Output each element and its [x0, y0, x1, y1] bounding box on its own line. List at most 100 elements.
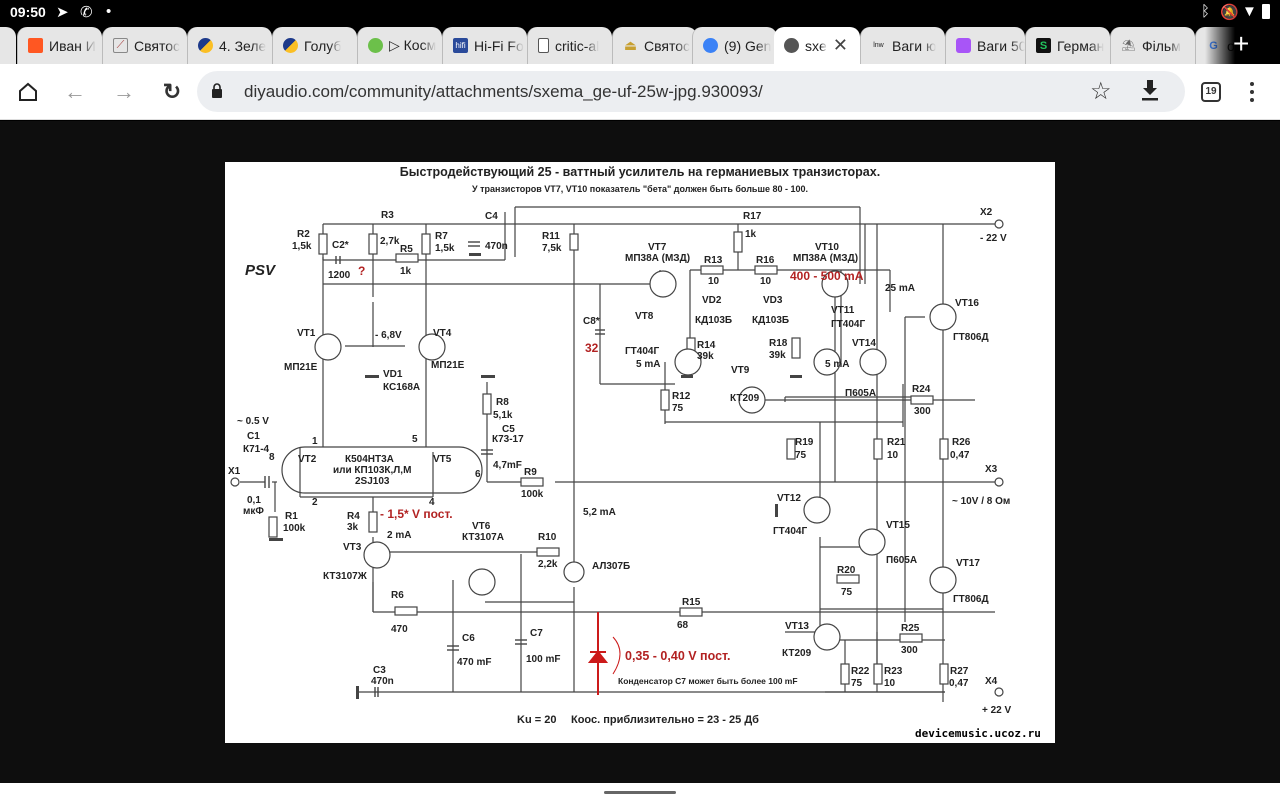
label: МП21Е — [284, 362, 318, 373]
label: ГТ404Г — [831, 319, 865, 330]
label: VT13 — [785, 621, 809, 632]
tab[interactable]: Ваги 50 — [945, 27, 1025, 64]
gesture-handle[interactable] — [604, 791, 676, 794]
label: 300 — [901, 645, 918, 656]
label: 39k — [697, 351, 714, 362]
close-tab-icon[interactable]: ✕ — [832, 35, 848, 55]
arrow-right-icon: → — [113, 79, 135, 104]
tab-label: Голуб — [304, 37, 342, 54]
label: C6 — [462, 633, 475, 644]
globe-icon — [784, 38, 799, 53]
label: 2,2k — [538, 559, 558, 570]
dot-icon: • — [106, 3, 112, 20]
label: R1 — [285, 511, 298, 522]
schematic-image: Быстродействующий 25 - ваттный усилитель… — [225, 162, 1055, 743]
label: C4 — [485, 211, 498, 222]
label: 10 — [887, 450, 899, 461]
favicon-icon: ⏏ — [623, 37, 638, 53]
favicon-icon: hifi — [453, 38, 468, 53]
label: R9 — [524, 467, 537, 478]
label: VT8 — [635, 311, 654, 322]
label: 10 — [708, 276, 720, 287]
back-button[interactable]: ← — [60, 77, 90, 107]
label: C1 — [247, 431, 260, 442]
label: КС168А — [383, 382, 420, 393]
source-voltage-note: - 1,5* V пост. — [380, 507, 453, 521]
reload-button[interactable]: ↻ — [157, 77, 187, 107]
label: - 6,8V — [375, 330, 402, 341]
label: К504НТ3А — [345, 454, 394, 465]
label: VT16 — [955, 298, 979, 309]
label: R19 — [795, 437, 814, 448]
tab-switcher-button[interactable]: 19 — [1201, 82, 1221, 102]
ground-bars — [269, 253, 802, 699]
label: 3k — [347, 522, 359, 533]
tab[interactable]: Иван И — [17, 27, 102, 64]
bookmark-star-icon[interactable]: ☆ — [1090, 78, 1112, 105]
label: 300 — [914, 406, 931, 417]
label: 0,1 — [247, 495, 261, 506]
url-text[interactable]: diyaudio.com/community/attachments/sxema… — [244, 82, 763, 101]
gain-footer: Ku = 20 — [517, 714, 556, 726]
label: R20 — [837, 565, 856, 576]
home-button[interactable] — [13, 77, 43, 107]
label: 0,47 — [950, 450, 970, 461]
label: 470n — [371, 676, 394, 687]
label: R14 — [697, 340, 716, 351]
status-bar: 09:50 ➤ ✆ • ᛒ 🔕 ▼ — [0, 0, 1280, 26]
label: 25 mA — [885, 283, 915, 294]
label: VT11 — [831, 305, 855, 316]
arrow-left-icon: ← — [64, 79, 86, 104]
label: КТ209 — [782, 648, 812, 659]
label: R5 — [400, 244, 413, 255]
label: X4 — [985, 676, 998, 687]
new-tab-button[interactable]: + — [1205, 26, 1280, 64]
label: - 22 V — [980, 233, 1007, 244]
label: 10 — [760, 276, 772, 287]
circuit-diagram: Быстродействующий 25 - ваттный усилитель… — [228, 165, 1041, 740]
tab-label: Ваги 50 — [977, 37, 1025, 54]
forward-button[interactable]: → — [109, 77, 139, 107]
tab[interactable]: critic-al — [527, 27, 612, 64]
tab[interactable]: (9) Gen — [692, 27, 777, 64]
home-icon — [19, 82, 37, 101]
download-icon[interactable] — [1141, 79, 1159, 101]
author-mark: PSV — [245, 262, 277, 279]
tab[interactable]: ⛱Фільм — [1110, 27, 1195, 64]
label: C5 — [502, 424, 515, 435]
label: КД103Б — [752, 315, 789, 326]
label: VT3 — [343, 542, 362, 553]
tab[interactable]: ⏏Святос — [612, 27, 697, 64]
label: R24 — [912, 384, 931, 395]
label: ГТ404Г — [773, 526, 807, 537]
label: 6 — [475, 469, 481, 480]
label: МП21Е — [431, 360, 465, 371]
tab[interactable]: Голуб — [272, 27, 357, 64]
label: К73-17 — [492, 434, 524, 445]
label: ГТ806Д — [953, 594, 989, 605]
wires — [240, 206, 995, 702]
tab[interactable]: ⟋Святос — [102, 27, 187, 64]
label: 470n — [485, 241, 508, 252]
tab[interactable]: ан — [0, 27, 16, 64]
more-menu-icon[interactable] — [1245, 80, 1259, 104]
plus-icon: + — [1233, 28, 1250, 59]
label: X1 — [228, 466, 241, 477]
favicon-icon: ⛱ — [1121, 40, 1136, 52]
label: ~ 0.5 V — [237, 416, 269, 427]
label: КТ3107Ж — [323, 571, 368, 582]
label: П605А — [886, 555, 917, 566]
tab[interactable]: ▷ Косм — [357, 27, 442, 64]
address-bar[interactable]: diyaudio.com/community/attachments/sxema… — [197, 71, 1185, 112]
tab-active[interactable]: sxe✕ — [774, 27, 860, 64]
label: VT7 — [648, 242, 667, 253]
label: VT2 — [298, 454, 317, 465]
tab[interactable]: 4. Зеле — [187, 27, 272, 64]
label: 8 — [269, 452, 275, 463]
label: 1,5k — [292, 241, 312, 252]
label: VT5 — [433, 454, 452, 465]
label: К71-4 — [243, 444, 270, 455]
